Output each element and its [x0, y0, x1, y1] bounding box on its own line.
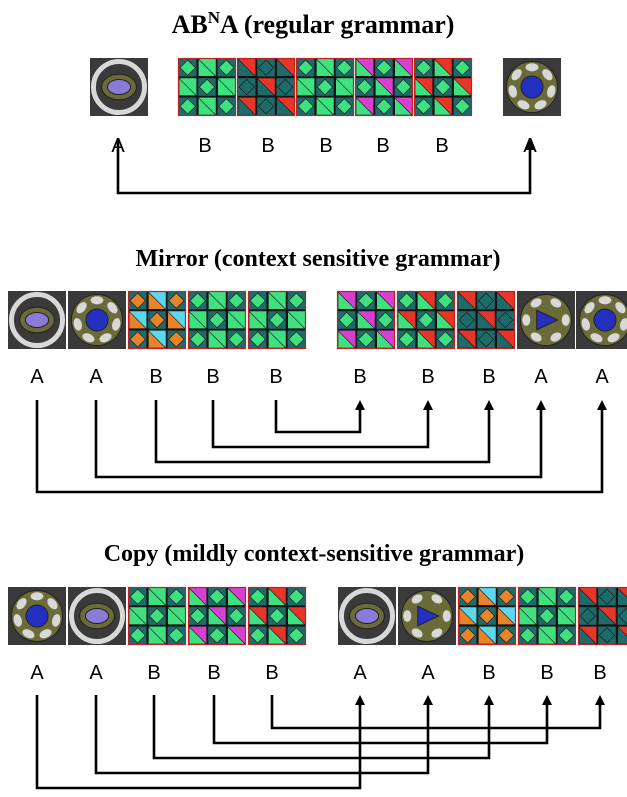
- tile-b-red-teal: [396, 290, 456, 350]
- symbol-label: A: [89, 662, 103, 684]
- symbol-label: B: [149, 366, 162, 388]
- arrowhead: [423, 695, 433, 705]
- tile-a-star: [576, 291, 627, 349]
- arrowhead: [355, 400, 365, 410]
- symbol-label: B: [540, 662, 553, 684]
- tile-b-teal-green: [127, 586, 187, 646]
- symbol-label: A: [534, 366, 548, 388]
- tile-b-teal-green: [187, 290, 247, 350]
- tile-b-teal-green: [517, 586, 577, 646]
- arrowhead: [525, 140, 535, 150]
- symbol-label: B: [265, 662, 278, 684]
- arrowhead: [595, 695, 605, 705]
- symbol-label: B: [482, 366, 495, 388]
- symbol-label: A: [89, 366, 103, 388]
- panel-title: Mirror (context sensitive grammar): [136, 246, 501, 272]
- symbol-label: B: [593, 662, 606, 684]
- arrowhead: [484, 695, 494, 705]
- symbol-label: B: [198, 135, 211, 157]
- panel-title: ABNA (regular grammar): [172, 8, 455, 39]
- tile-a-star: [8, 587, 66, 645]
- dependency-link: [154, 400, 494, 464]
- dependency-link: [270, 695, 605, 730]
- tile-a-star: [68, 291, 126, 349]
- symbol-label: A: [30, 662, 44, 684]
- symbol-label: A: [30, 366, 44, 388]
- symbol-label: B: [207, 662, 220, 684]
- symbol-label: B: [147, 662, 160, 684]
- arrowhead: [597, 400, 607, 410]
- tile-b-teal-green: [177, 57, 237, 117]
- title-main: AB: [172, 10, 208, 39]
- dependency-link: [116, 140, 535, 195]
- tile-b-cyan-orange: [457, 586, 517, 646]
- tile-a-eye: [338, 587, 396, 645]
- symbol-label: B: [206, 366, 219, 388]
- tile-a-eye: [8, 291, 66, 349]
- symbol-label: B: [482, 662, 495, 684]
- arrowhead: [355, 695, 365, 705]
- dependency-link: [35, 400, 607, 494]
- arrowhead: [536, 400, 546, 410]
- symbol-label: A: [353, 662, 367, 684]
- symbol-label: B: [421, 366, 434, 388]
- dependency-link: [94, 400, 546, 479]
- dependency-link: [274, 400, 365, 434]
- tile-b-cyan-orange: [127, 290, 187, 350]
- panel-abna: ABNA (regular grammar) ABBBBBA: [90, 8, 561, 195]
- arrowhead: [542, 695, 552, 705]
- tile-b-teal-green: [247, 290, 307, 350]
- symbol-label: A: [421, 662, 435, 684]
- title-rest: A (regular grammar): [220, 10, 454, 39]
- dependency-link: [94, 695, 433, 775]
- tile-b-red-dark: [236, 57, 296, 117]
- symbol-label: B: [261, 135, 274, 157]
- tile-a-star: [503, 58, 561, 116]
- symbol-label: B: [353, 366, 366, 388]
- symbol-label: B: [376, 135, 389, 157]
- tile-a-eye: [68, 587, 126, 645]
- tile-b-teal-green: [295, 57, 355, 117]
- tile-b-magenta-green: [187, 586, 247, 646]
- tile-b-red-teal: [413, 57, 473, 117]
- dependency-link: [211, 400, 433, 449]
- tile-b-magenta-green: [336, 290, 396, 350]
- tile-a-triangle: [517, 291, 575, 349]
- dependency-link: [35, 695, 365, 790]
- dependency-link: [152, 695, 494, 760]
- panel-mirror: Mirror (context sensitive grammar) A A B B B…: [8, 246, 627, 494]
- symbol-label: B: [269, 366, 282, 388]
- tile-b-red-dark: [456, 290, 516, 350]
- arrowhead: [423, 400, 433, 410]
- tile-b-red-teal: [247, 586, 307, 646]
- title-superscript: N: [208, 8, 221, 27]
- symbol-label: B: [435, 135, 448, 157]
- tile-b-magenta-green: [354, 57, 414, 117]
- symbol-label: A: [595, 366, 609, 388]
- panel-title: Copy (mildly context-sensitive grammar): [104, 541, 525, 567]
- tile-b-red-dark: [577, 586, 627, 646]
- tile-a-eye: [90, 58, 148, 116]
- dependency-link: [212, 695, 552, 745]
- symbol-label: B: [319, 135, 332, 157]
- arrowhead: [484, 400, 494, 410]
- panel-copy: Copy (mildly context-sensitive grammar) …: [8, 541, 627, 790]
- tile-a-triangle: [398, 587, 456, 645]
